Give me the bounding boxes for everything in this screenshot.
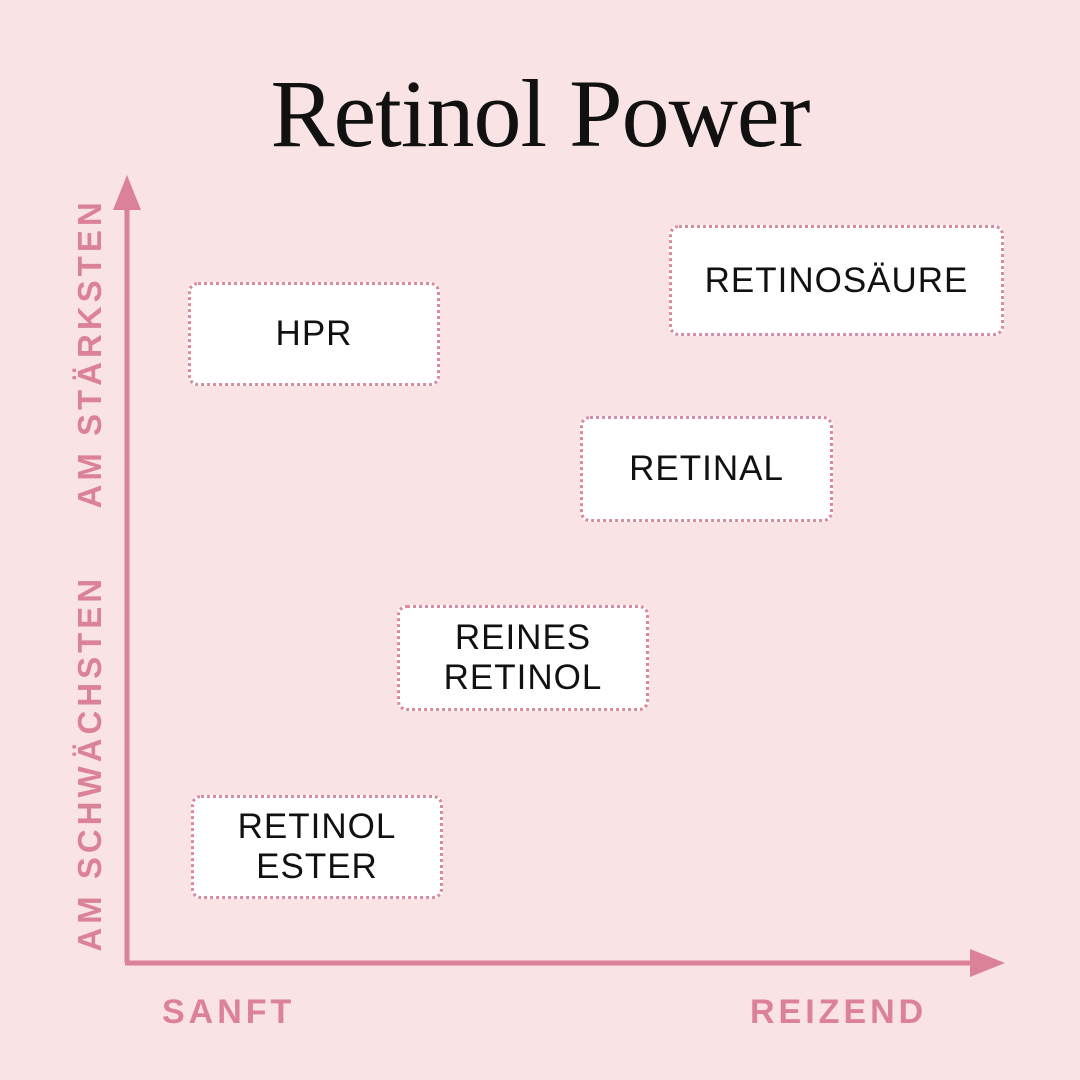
y-axis-low-label: AM SCHWÄCHSTEN <box>71 574 108 952</box>
x-axis-high-label: REIZEND <box>750 993 928 1031</box>
item-label: RETINAL <box>629 449 784 488</box>
x-axis-arrow-icon <box>970 949 1005 977</box>
y-axis-arrow-icon <box>113 175 141 210</box>
x-axis-low-label: SANFT <box>162 993 296 1031</box>
item-label-line: RETINOL <box>237 807 397 846</box>
page-title: Retinol Power <box>270 60 811 167</box>
item-retinal: RETINAL <box>580 416 833 522</box>
item-label: RETINOSÄURE <box>704 260 969 300</box>
item-label: HPR <box>275 314 353 353</box>
y-axis-label: AM SCHWÄCHSTEN AM STÄRKSTEN <box>71 198 109 951</box>
item-label-line: ESTER <box>256 847 378 886</box>
item-label-line: RETINOL <box>443 658 603 697</box>
item-hpr: HPR <box>188 282 440 386</box>
item-label-line: REINES <box>454 618 592 657</box>
y-axis-high-label: AM STÄRKSTEN <box>71 198 108 509</box>
item-retinosaeure: RETINOSÄURE <box>669 225 1004 336</box>
